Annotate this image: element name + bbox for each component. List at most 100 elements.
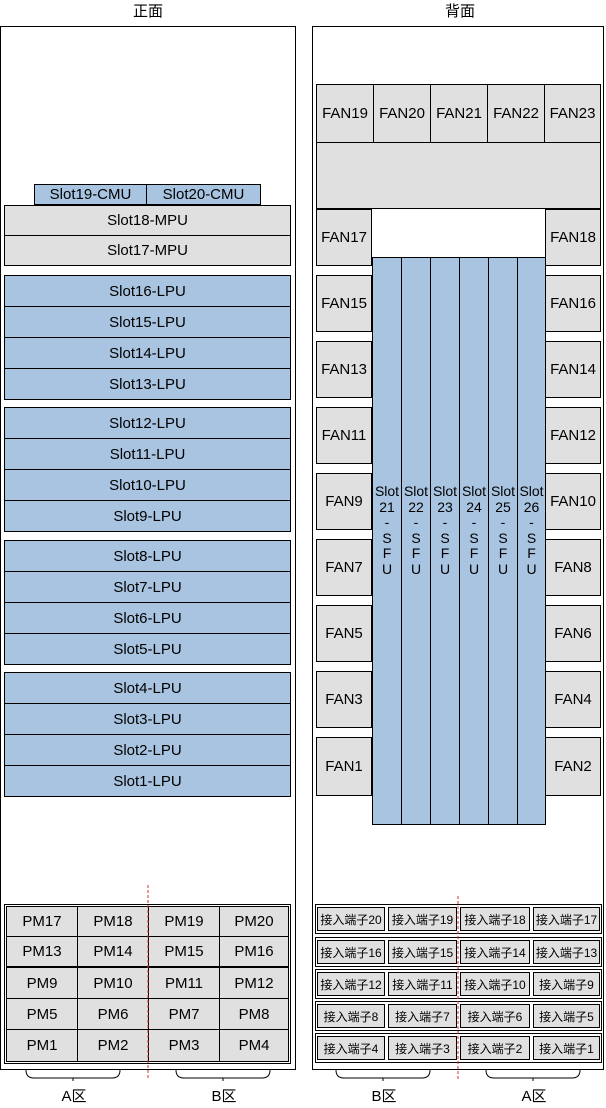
terminal-cell: 接入端子17 [533,907,600,931]
fan-left: FAN15 [316,275,372,332]
slot-lpu-3: Slot3-LPU [4,703,291,735]
pm-cell: PM5 [6,998,78,1030]
terminal-cell: 接入端子11 [388,972,457,996]
fan-right: FAN2 [545,737,601,796]
terminal-cell: 接入端子7 [388,1004,457,1028]
zone-label-b-front: B区 [211,1088,237,1105]
fan-left: FAN13 [316,341,372,398]
fan-right: FAN16 [545,275,601,332]
pm-cell: PM19 [148,906,220,937]
pm-cell: PM18 [77,906,149,937]
pm-cell: PM10 [77,967,149,999]
fan-right: FAN14 [545,341,601,398]
terminal-cell: 接入端子14 [460,940,530,964]
terminal-cell: 接入端子1 [533,1036,600,1060]
terminal-cell: 接入端子5 [533,1004,600,1028]
slot-lpu-16: Slot16-LPU [4,275,291,307]
fan-left: FAN1 [316,737,372,796]
zone-bracket-b-front [175,1069,271,1081]
slot-lpu-10: Slot10-LPU [4,469,291,501]
pm-cell: PM14 [77,936,149,967]
terminal-cell: 接入端子8 [317,1004,385,1028]
fan-right: FAN12 [545,407,601,464]
pm-cell: PM9 [6,967,78,999]
slot-lpu-15: Slot15-LPU [4,306,291,338]
back-title: 背面 [444,3,475,20]
pm-cell: PM12 [219,967,289,999]
slot-lpu-9: Slot9-LPU [4,500,291,532]
fan-left: FAN3 [316,671,372,728]
terminal-cell: 接入端子6 [460,1004,530,1028]
fan-right: FAN10 [545,473,601,530]
zone-bracket-a-front [25,1069,121,1081]
slot-lpu-11: Slot11-LPU [4,438,291,470]
fan-top: FAN22 [487,84,545,143]
slot-lpu-2: Slot2-LPU [4,734,291,766]
slot-cmu-19: Slot19-CMU [34,184,147,205]
slot-mpu-17: Slot17-MPU [4,235,291,266]
fan-left: FAN11 [316,407,372,464]
fan-right: FAN4 [545,671,601,728]
terminal-cell: 接入端子12 [317,972,385,996]
pm-area [4,904,291,1064]
pm-cell: PM1 [6,1029,78,1062]
zone-label-a-front: A区 [61,1088,87,1105]
terminal-cell: 接入端子3 [388,1036,457,1060]
zone-divider-front [147,885,149,1080]
slot-lpu-14: Slot14-LPU [4,337,291,369]
pm-cell: PM3 [148,1029,220,1062]
slot-cmu-20: Slot20-CMU [146,184,261,205]
zone-label-a-back: A区 [521,1088,547,1105]
pm-cell: PM7 [148,998,220,1030]
pm-cell: PM6 [77,998,149,1030]
slot-lpu-4: Slot4-LPU [4,672,291,704]
pm-cell: PM16 [219,936,289,967]
fan-top: FAN19 [316,84,374,143]
pm-cell: PM8 [219,998,289,1030]
slot-lpu-12: Slot12-LPU [4,407,291,439]
slot-lpu-7: Slot7-LPU [4,571,291,603]
pm-cell: PM11 [148,967,220,999]
zone-bracket-a-back [485,1069,581,1081]
pm-cell: PM13 [6,936,78,967]
fan-right: FAN6 [545,605,601,662]
terminal-cell: 接入端子13 [533,940,600,964]
fan-top: FAN23 [544,84,601,143]
fan-left: FAN5 [316,605,372,662]
zone-bracket-b-back [335,1069,431,1081]
fan-right: FAN18 [545,209,601,266]
terminal-cell: 接入端子4 [317,1036,385,1060]
terminal-cell: 接入端子19 [388,907,457,931]
pm-cell: PM2 [77,1029,149,1062]
pm-cell: PM17 [6,906,78,937]
slot-lpu-6: Slot6-LPU [4,602,291,634]
slot-mpu-18: Slot18-MPU [4,205,291,236]
terminal-cell: 接入端子20 [317,907,385,931]
fan-left: FAN17 [316,209,372,266]
terminal-cell: 接入端子2 [460,1036,530,1060]
terminal-cell: 接入端子18 [460,907,530,931]
terminal-cell: 接入端子10 [460,972,530,996]
terminal-cell: 接入端子9 [533,972,600,996]
terminal-cell: 接入端子15 [388,940,457,964]
slot-lpu-13: Slot13-LPU [4,368,291,400]
slot-lpu-5: Slot5-LPU [4,633,291,665]
terminal-cell: 接入端子16 [317,940,385,964]
front-title: 正面 [132,3,163,20]
zone-divider-back [457,896,459,1080]
pm-cell: PM20 [219,906,289,937]
slot-lpu-8: Slot8-LPU [4,540,291,572]
fan-left: FAN9 [316,473,372,530]
slot-lpu-1: Slot1-LPU [4,765,291,797]
fan-top: FAN20 [373,84,431,143]
fan-left: FAN7 [316,539,372,596]
zone-label-b-back: B区 [371,1088,397,1105]
fan-top: FAN21 [430,84,488,143]
fan-right: FAN8 [545,539,601,596]
pm-cell: PM4 [219,1029,289,1062]
